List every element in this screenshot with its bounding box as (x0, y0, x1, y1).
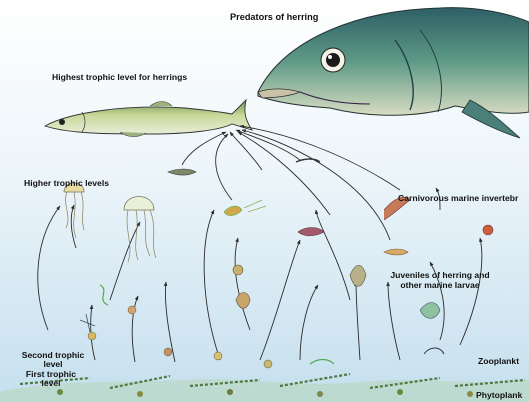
first-trophic-label-line2: level (12, 378, 90, 388)
carnivorous-invertebrates-label: Carnivorous marine invertebr (398, 193, 518, 203)
zooplankton-label: Zooplankt (478, 356, 519, 366)
highest-trophic-label: Highest trophic level for herrings (52, 72, 187, 82)
predators-label: Predators of herring (230, 12, 318, 22)
second-trophic-label-line2: level (14, 359, 92, 369)
juveniles-label-line2: other marine larvae (378, 280, 502, 290)
phytoplankton-label: Phytoplank (476, 390, 522, 400)
juveniles-label-line1: Juveniles of herring and (378, 270, 502, 280)
higher-trophic-label: Higher trophic levels (24, 178, 109, 188)
